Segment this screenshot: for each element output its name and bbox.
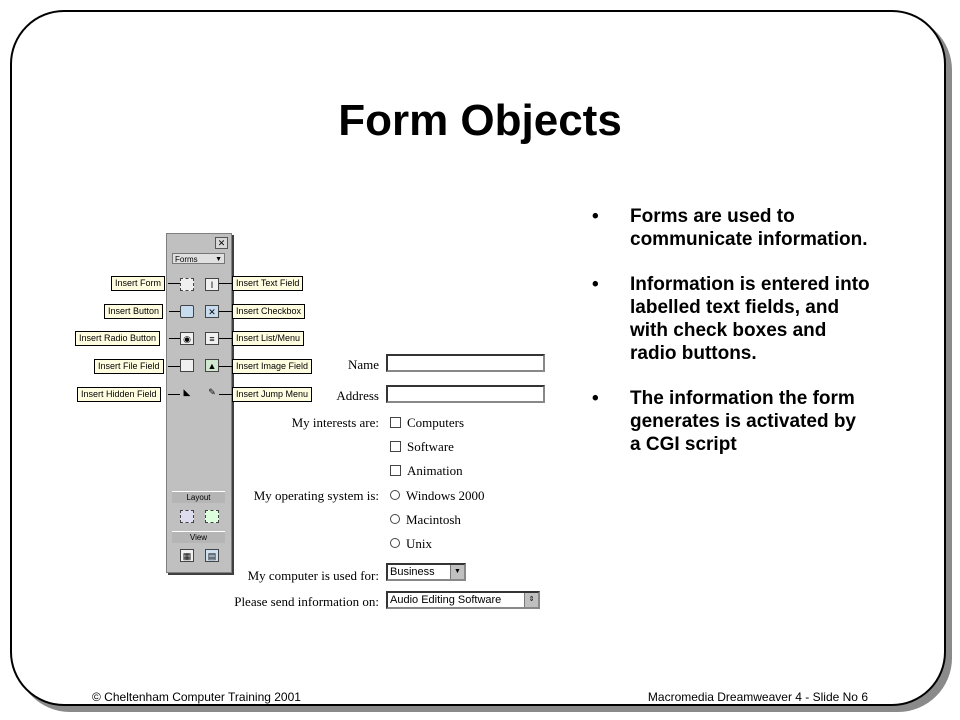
used-for-select[interactable]: Business ▼ [386, 563, 466, 581]
callout-insert-hidden-field: Insert Hidden Field [77, 387, 161, 402]
standard-view-icon[interactable]: ▦ [180, 549, 194, 562]
insert-image-field-icon[interactable]: ▲ [205, 359, 219, 372]
insert-radio-button-icon[interactable]: ◉ [180, 332, 194, 345]
insert-form-icon[interactable] [180, 278, 194, 291]
view-section-label: View [172, 531, 225, 543]
insert-hidden-field-icon[interactable]: ◣ [183, 387, 191, 397]
close-icon[interactable]: ✕ [215, 237, 228, 249]
checkbox[interactable] [390, 441, 401, 452]
forms-palette: ✕ Forms ▼ I ✕ ◉ ≡ ▲ ◣ ✎ Layout View ▦ ▤ [166, 233, 232, 573]
address-label: Address [336, 388, 379, 403]
draw-layer-icon[interactable] [205, 510, 219, 523]
name-label: Name [347, 357, 379, 372]
bullet-item: •The information the form generates is a… [592, 388, 856, 455]
callout-leader [219, 311, 232, 312]
callout-insert-jump-menu: Insert Jump Menu [232, 387, 313, 402]
bullet-icon: • [592, 206, 599, 227]
callout-insert-button: Insert Button [104, 304, 164, 319]
insert-checkbox-icon[interactable]: ✕ [205, 305, 219, 318]
callout-leader [219, 366, 232, 367]
send-info-label: Please send information on: [234, 594, 379, 609]
bullet-icon: • [592, 388, 599, 409]
layout-section-label: Layout [172, 491, 225, 503]
footer-copyright: © Cheltenham Computer Training 2001 [92, 690, 301, 704]
callout-leader [168, 366, 180, 367]
callout-leader [169, 338, 180, 339]
radio-button[interactable] [390, 514, 400, 524]
insert-list-menu-icon[interactable]: ≡ [205, 332, 219, 345]
bullet-item: •Forms are used to communicate informati… [592, 206, 868, 250]
send-info-list[interactable]: Audio Editing Software ⇕ [386, 591, 540, 609]
footer-slide-info: Macromedia Dreamweaver 4 - Slide No 6 [647, 690, 868, 704]
palette-category-select[interactable]: Forms ▼ [172, 253, 225, 264]
name-field[interactable] [386, 354, 545, 372]
radio-button[interactable] [390, 490, 400, 500]
spin-arrows-icon[interactable]: ⇕ [524, 593, 538, 607]
bullet-item: •Information is entered into labelled te… [592, 274, 870, 364]
bullet-list: •Forms are used to communicate informati… [590, 205, 870, 478]
interests-label: My interests are: [291, 415, 379, 430]
callout-insert-file-field: Insert File Field [94, 359, 164, 374]
radio-button[interactable] [390, 538, 400, 548]
interest-option[interactable]: Animation [390, 463, 463, 479]
checkbox[interactable] [390, 417, 401, 428]
insert-button-icon[interactable] [180, 305, 194, 318]
os-label: My operating system is: [253, 488, 379, 503]
insert-jump-menu-icon[interactable]: ✎ [208, 387, 216, 397]
address-field[interactable] [386, 385, 545, 403]
palette-category-label: Forms [175, 255, 198, 264]
chevron-down-icon[interactable]: ▼ [450, 565, 464, 579]
callout-leader [169, 311, 180, 312]
chevron-down-icon: ▼ [215, 256, 222, 263]
bullet-icon: • [592, 274, 599, 295]
callout-leader [168, 283, 180, 284]
callout-insert-form: Insert Form [111, 276, 166, 291]
interest-option[interactable]: Software [390, 439, 454, 455]
callout-leader [219, 338, 232, 339]
callout-insert-checkbox: Insert Checkbox [232, 304, 306, 319]
callout-leader [219, 283, 232, 284]
insert-text-field-icon[interactable]: I [205, 278, 219, 291]
os-option[interactable]: Windows 2000 [390, 488, 485, 504]
layout-view-icon[interactable] [180, 510, 194, 523]
slide-title: Form Objects [338, 96, 622, 145]
checkbox[interactable] [390, 465, 401, 476]
os-option[interactable]: Unix [390, 536, 432, 552]
os-option[interactable]: Macintosh [390, 512, 461, 528]
callout-leader [168, 394, 180, 395]
interest-option[interactable]: Computers [390, 415, 464, 431]
used-for-label: My computer is used for: [247, 568, 379, 583]
callout-insert-text-field: Insert Text Field [232, 276, 304, 291]
callout-insert-radio-button: Insert Radio Button [75, 331, 161, 346]
insert-file-field-icon[interactable] [180, 359, 194, 372]
callout-leader [219, 394, 232, 395]
callout-insert-list-menu: Insert List/Menu [232, 331, 305, 346]
layout-view-toggle-icon[interactable]: ▤ [205, 549, 219, 562]
callout-insert-image-field: Insert Image Field [232, 359, 313, 374]
